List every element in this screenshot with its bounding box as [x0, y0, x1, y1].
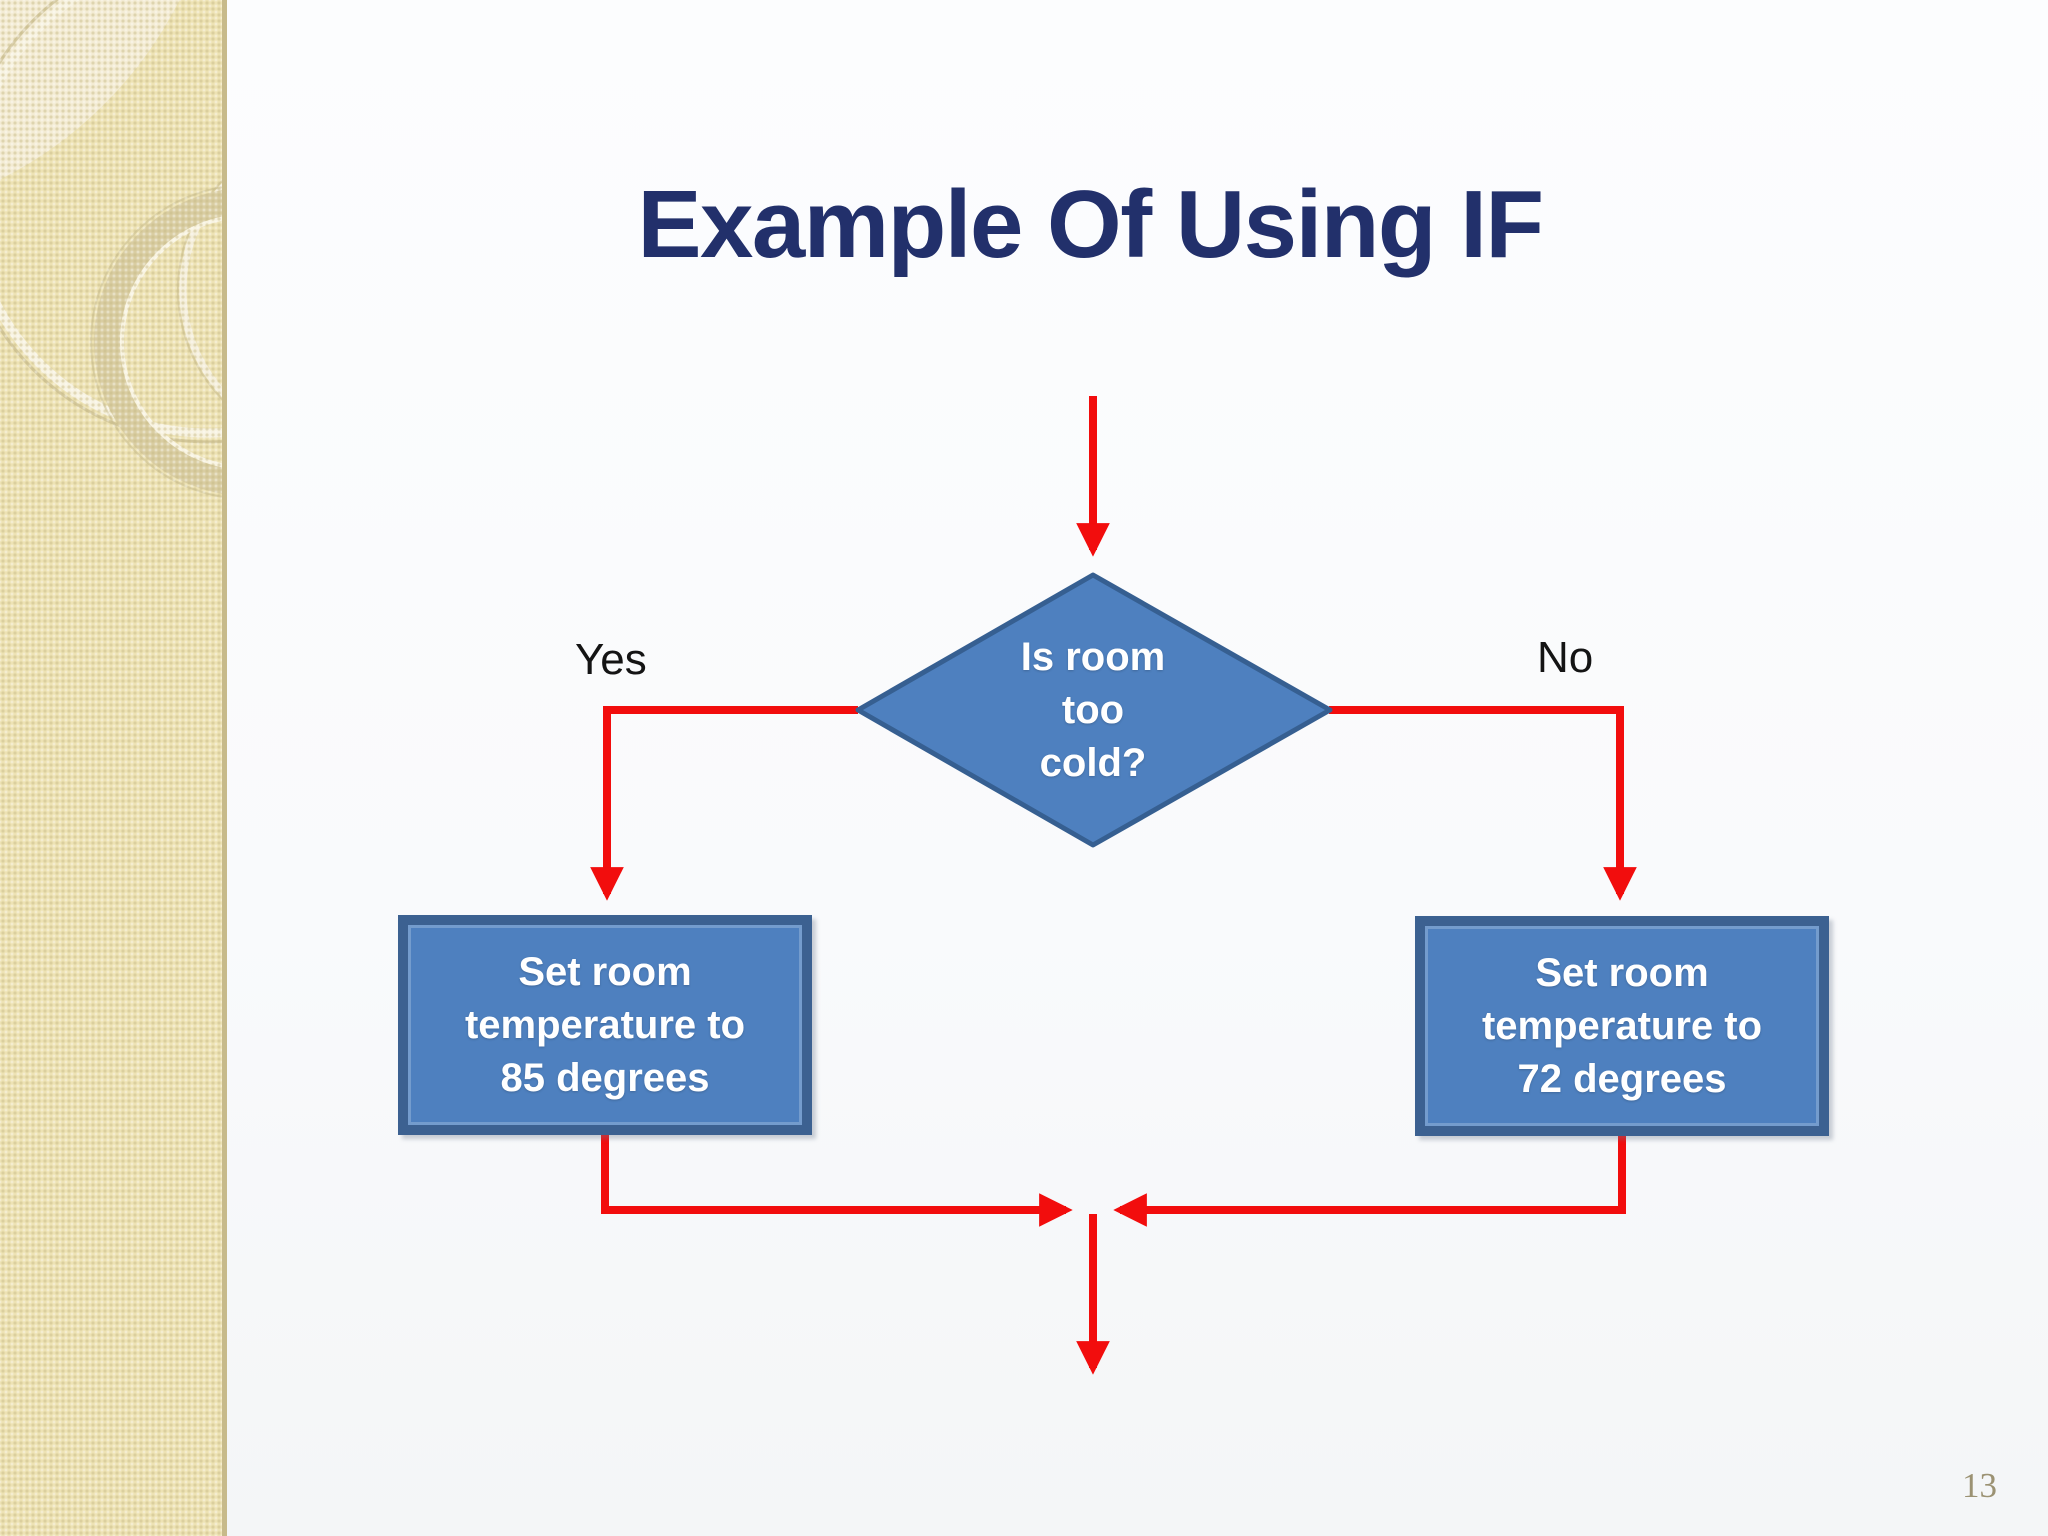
no-branch-label: No: [1537, 633, 1594, 682]
page-number: 13: [1962, 1466, 1997, 1505]
sidebar-circles-graphic: [0, 0, 222, 498]
yes-branch-arrow: [590, 706, 858, 901]
slide-title: Example Of Using IF: [637, 171, 1544, 278]
decision-diamond: [855, 572, 1333, 848]
thick-ring-outer-line: [90, 186, 222, 498]
thick-ring-inner-line: [120, 216, 222, 468]
action-yes-line: 85 degrees: [500, 1055, 710, 1100]
decision-line: cold?: [1039, 740, 1147, 785]
small-circle-shadow: [177, 179, 222, 401]
decision-line: too: [1061, 687, 1125, 732]
merge-arrow-right: [1113, 1135, 1626, 1227]
decision-line: Is room: [1020, 634, 1166, 679]
action-no-line: 72 degrees: [1517, 1056, 1727, 1101]
action-no-line: temperature to: [1481, 1003, 1763, 1048]
action-no-line: Set room: [1535, 950, 1709, 995]
no-branch-arrow: [1329, 706, 1637, 901]
large-circle-outline: [0, 0, 222, 438]
merge-arrow-left: [601, 1135, 1073, 1227]
decision-label: Is room too cold?: [933, 632, 1253, 788]
action-yes-line: Set room: [518, 949, 692, 994]
large-circle-shadow: [0, 0, 222, 444]
sidebar-texture: [0, 0, 222, 1536]
thick-ring: [94, 190, 222, 494]
sidebar-light-patch: [0, 0, 180, 180]
sidebar-decoration: [0, 0, 227, 1536]
small-circle-outline: [179, 183, 222, 397]
action-box-no: Set room temperature to 72 degrees: [1415, 916, 1829, 1136]
action-box-yes: Set room temperature to 85 degrees: [398, 915, 812, 1135]
action-yes-line: temperature to: [464, 1002, 746, 1047]
yes-branch-label: Yes: [575, 635, 647, 684]
